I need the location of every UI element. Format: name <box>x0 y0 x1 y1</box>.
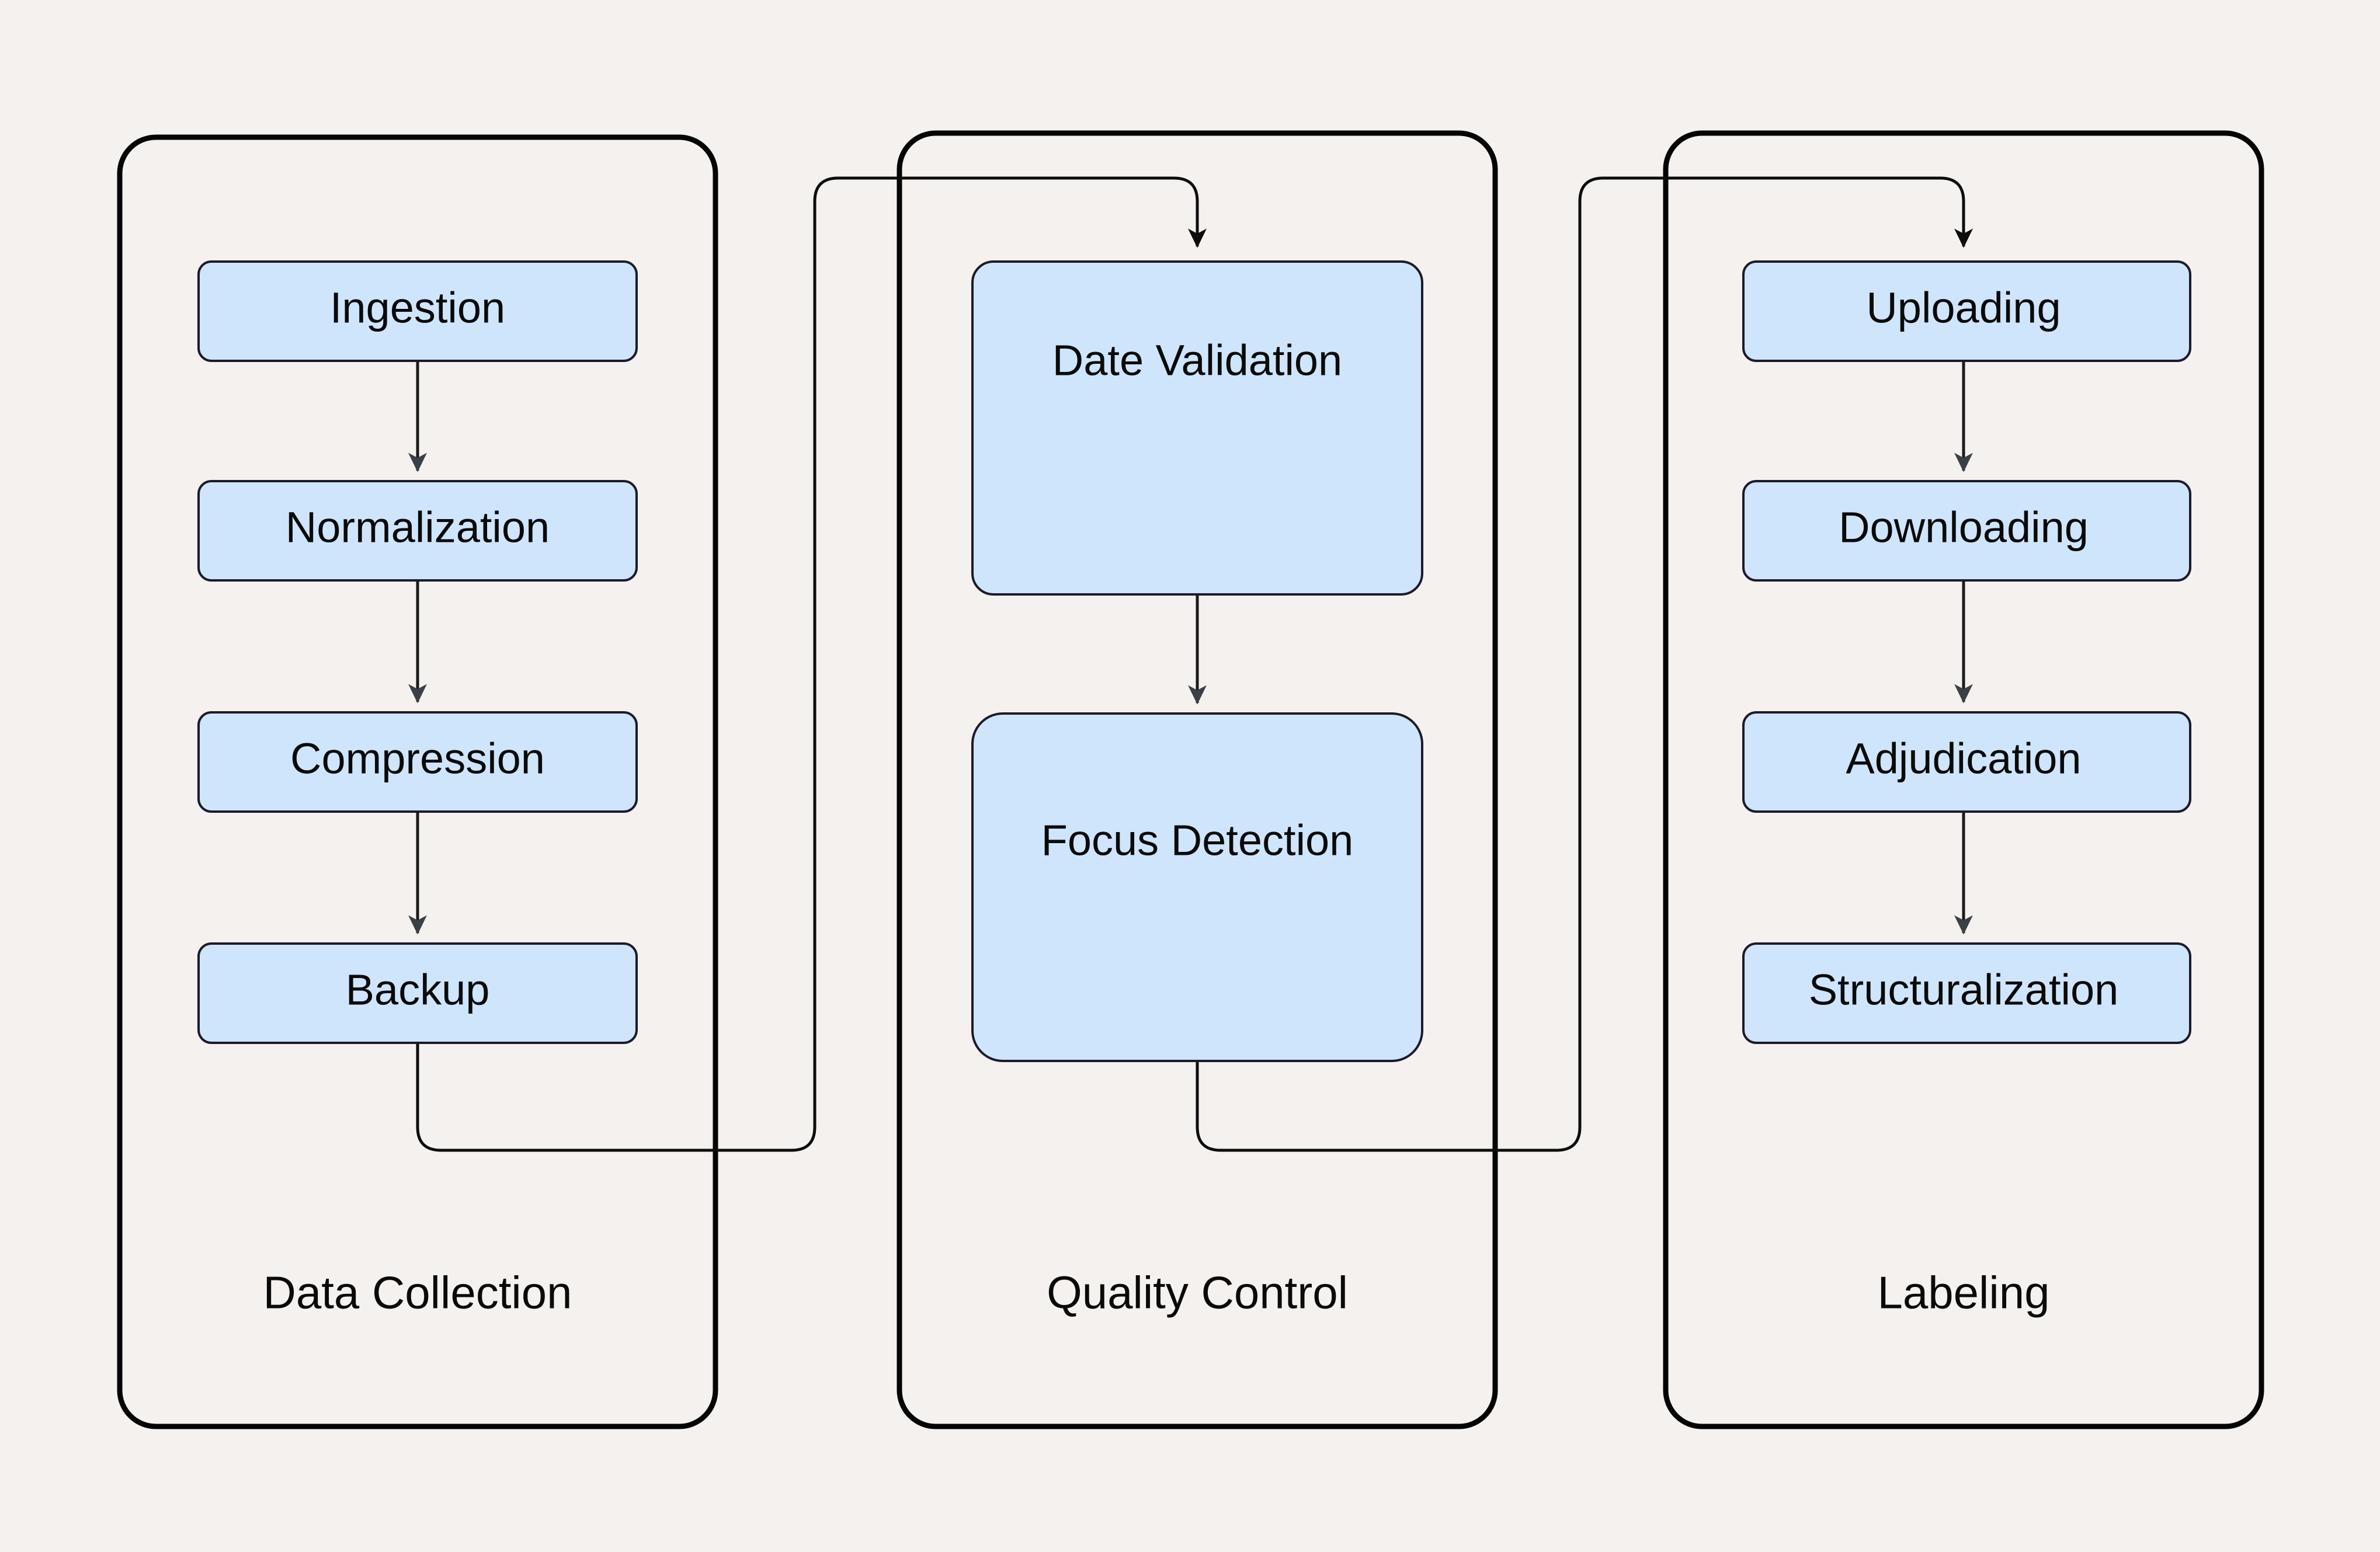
cluster-label-quality-control: Quality Control <box>1047 1267 1348 1318</box>
cluster-label-labeling: Labeling <box>1878 1267 2050 1318</box>
node-box-focus-detection <box>971 712 1423 1062</box>
node-date-validation[interactable]: Date Validation <box>971 260 1423 596</box>
node-label-focus-detection: Focus Detection <box>1041 816 1354 865</box>
node-label-structuralization: Structuralization <box>1809 966 2119 1014</box>
node-box-ingestion <box>197 260 638 362</box>
cluster-labeling[interactable]: Labeling <box>1663 130 2264 1429</box>
node-box-date-validation <box>971 260 1423 596</box>
node-adjudication[interactable]: Adjudication <box>1742 711 2191 813</box>
node-box-adjudication <box>1742 711 2191 813</box>
node-normalization[interactable]: Normalization <box>197 480 638 582</box>
node-backup[interactable]: Backup <box>197 942 638 1044</box>
edge-group <box>408 176 1973 1152</box>
node-box-compression <box>197 711 638 813</box>
node-box-normalization <box>197 480 638 582</box>
node-label-ingestion: Ingestion <box>330 284 505 332</box>
node-focus-detection[interactable]: Focus Detection <box>971 712 1423 1062</box>
cluster-quality-control[interactable]: Quality Control <box>897 130 1498 1429</box>
node-label-compression: Compression <box>290 735 545 783</box>
node-structuralization[interactable]: Structuralization <box>1742 942 2191 1044</box>
edge-focus-detection-to-uploading <box>1196 176 1973 1152</box>
node-box-uploading <box>1742 260 2191 362</box>
node-label-uploading: Uploading <box>1866 284 2061 332</box>
node-downloading[interactable]: Downloading <box>1742 480 2191 582</box>
node-box-structuralization <box>1742 942 2191 1044</box>
node-compression[interactable]: Compression <box>197 711 638 813</box>
node-label-date-validation: Date Validation <box>1052 336 1342 385</box>
node-label-backup: Backup <box>346 966 490 1014</box>
node-box-downloading <box>1742 480 2191 582</box>
node-label-adjudication: Adjudication <box>1846 735 2081 783</box>
cluster-border-quality-control <box>897 130 1498 1429</box>
node-uploading[interactable]: Uploading <box>1742 260 2191 362</box>
node-label-downloading: Downloading <box>1839 503 2089 552</box>
edge-backup-to-date-validation <box>416 176 1207 1152</box>
node-ingestion[interactable]: Ingestion <box>197 260 638 362</box>
cluster-border-labeling <box>1663 130 2264 1429</box>
cluster-group: Data Collection Quality Control Labeling <box>117 130 2264 1429</box>
cluster-border-data-collection <box>117 134 718 1429</box>
node-group: Ingestion Normalization Compression Back… <box>197 260 2191 1062</box>
node-label-normalization: Normalization <box>286 503 550 552</box>
cluster-data-collection[interactable]: Data Collection <box>117 134 718 1429</box>
node-box-backup <box>197 942 638 1044</box>
cluster-label-data-collection: Data Collection <box>263 1267 572 1318</box>
